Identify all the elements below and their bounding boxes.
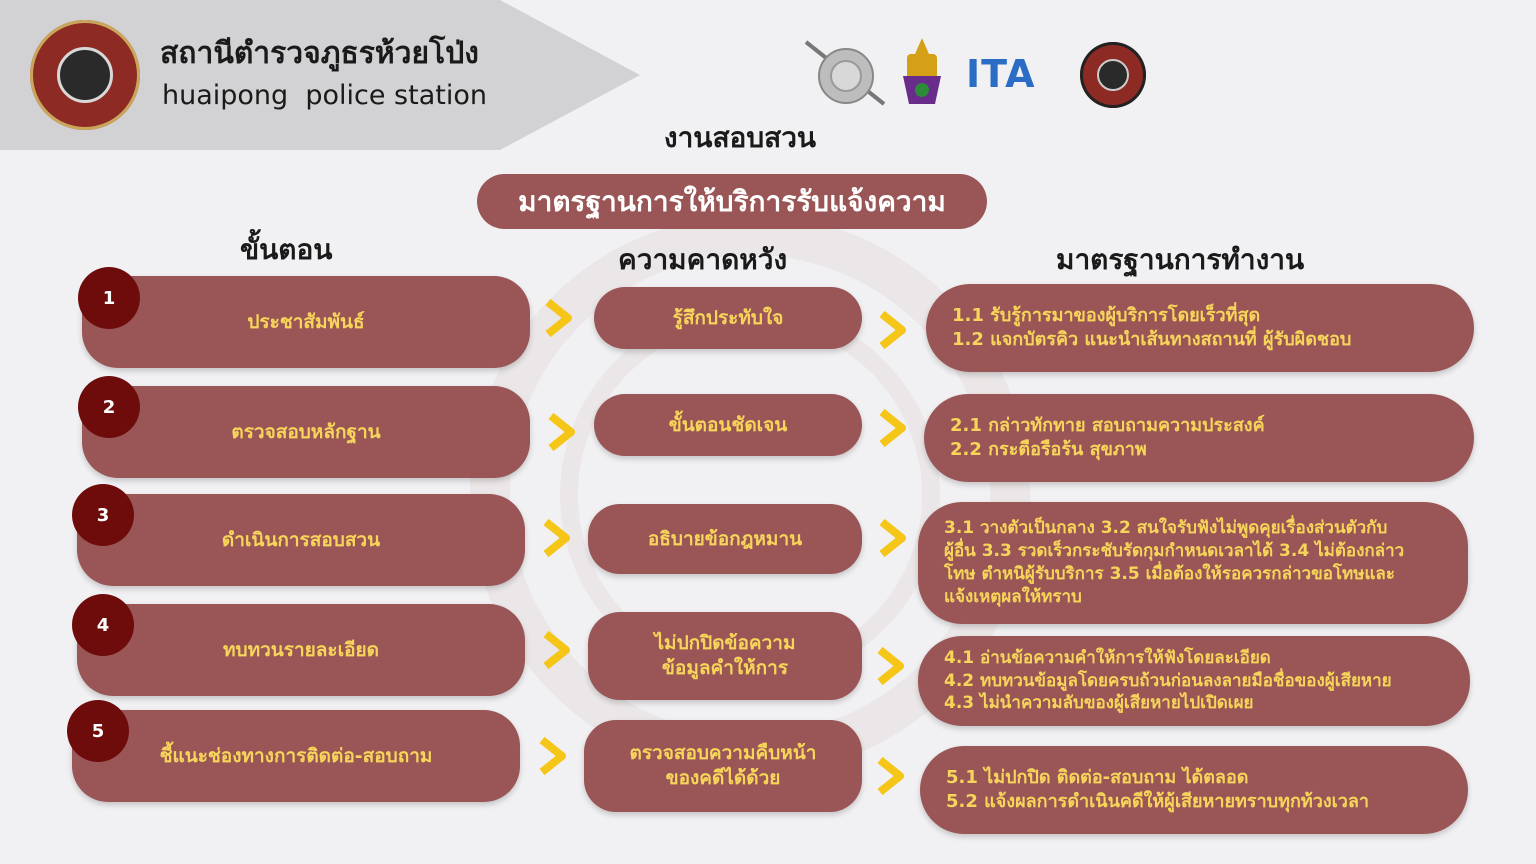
station-name-th: สถานีตำรวจภูธรห้วยโป่ง bbox=[160, 36, 479, 71]
arrow-right-icon bbox=[545, 298, 572, 338]
arrow-right-icon bbox=[539, 736, 566, 776]
standard-line: 5.2 แจ้งผลการดำเนินคดีให้ผู้เสียหายทราบท… bbox=[946, 791, 1370, 812]
expectation-pill: ขั้นตอนชัดเจน bbox=[594, 394, 862, 456]
station-name-en: huaipong police station bbox=[162, 80, 487, 111]
step-pill: ประชาสัมพันธ์ bbox=[82, 276, 530, 368]
arrow-right-icon bbox=[879, 518, 906, 558]
step-label: ตรวจสอบหลักฐาน bbox=[231, 421, 381, 443]
standard-line: โทษ ตำหนิผู้รับบริการ 3.5 เมื่อต้องให้รอ… bbox=[944, 564, 1395, 584]
step-number: 3 bbox=[72, 484, 134, 546]
standard-line: แจ้งเหตุผลให้ทราบ bbox=[944, 586, 1082, 607]
standard-pill: 2.1 กล่าวทักทาย สอบถามความประสงค์ 2.2 กร… bbox=[924, 394, 1474, 482]
arrow-right-icon bbox=[877, 756, 904, 796]
standard-line: 1.2 แจกบัตรคิว แนะนำเส้นทางสถานที่ ผู้รั… bbox=[952, 329, 1352, 350]
standard-line: 2.2 กระตือรือร้น สุขภาพ bbox=[950, 439, 1147, 460]
step-pill: ชี้แนะช่องทางการติดต่อ-สอบถาม bbox=[72, 710, 520, 802]
arrow-right-icon bbox=[543, 518, 570, 558]
expectation-pill: รู้สึกประทับใจ bbox=[594, 287, 862, 349]
thai-emblem-icon bbox=[804, 40, 886, 106]
step-number: 1 bbox=[78, 267, 140, 329]
step-pill: ทบทวนรายละเอียด bbox=[77, 604, 525, 696]
expectation-pill: ตรวจสอบความคืบหน้า ของคดีได้ด้วย bbox=[584, 720, 862, 812]
standard-pill: 1.1 รับรู้การมาของผู้บริการโดยเร็วที่สุด… bbox=[926, 284, 1474, 372]
page-title: งานสอบสวน bbox=[663, 121, 817, 154]
arrow-right-icon bbox=[879, 408, 906, 448]
standard-line: 4.3 ไม่นำความลับของผู้เสียหายไปเปิดเผย bbox=[944, 693, 1254, 714]
standard-line: 4.2 ทบทวนข้อมูลโดยครบถ้วนก่อนลงลายมือชื่… bbox=[944, 670, 1392, 691]
standard-pill: 5.1 ไม่ปกปิด ติดต่อ-สอบถาม ได้ตลอด 5.2 แ… bbox=[920, 746, 1468, 834]
royal-emblem-icon bbox=[903, 38, 941, 104]
standard-line: 3.1 วางตัวเป็นกลาง 3.2 สนใจรับฟังไม่พูดค… bbox=[944, 518, 1388, 539]
step-label: ทบทวนรายละเอียด bbox=[223, 639, 379, 661]
expectation-pill: อธิบายข้อกฎหมาน bbox=[588, 504, 862, 574]
standard-line: 1.1 รับรู้การมาของผู้บริการโดยเร็วที่สุด bbox=[952, 304, 1261, 326]
police-seal-icon bbox=[1080, 42, 1146, 108]
service-standard-banner: มาตรฐานการให้บริการรับแจ้งความ bbox=[477, 174, 987, 229]
step-label: ดำเนินการสอบสวน bbox=[221, 529, 381, 551]
standard-line: ผู้อื่น 3.3 รวดเร็วกระชับรัดกุมกำหนดเวลา… bbox=[944, 541, 1405, 562]
standard-line: 4.1 อ่านข้อความคำให้การให้ฟังโดยละเอียด bbox=[944, 647, 1271, 668]
step-pill: ดำเนินการสอบสวน bbox=[77, 494, 525, 586]
standard-line: 5.1 ไม่ปกปิด ติดต่อ-สอบถาม ได้ตลอด bbox=[946, 766, 1249, 788]
ita-logo: ITA bbox=[966, 52, 1036, 96]
standard-line: 2.1 กล่าวทักทาย สอบถามความประสงค์ bbox=[950, 414, 1265, 436]
column-heading-expectations: ความคาดหวัง bbox=[618, 243, 788, 276]
step-pill: ตรวจสอบหลักฐาน bbox=[82, 386, 530, 478]
step-number: 5 bbox=[67, 700, 129, 762]
arrow-right-icon bbox=[879, 310, 906, 350]
standard-pill: 4.1 อ่านข้อความคำให้การให้ฟังโดยละเอียด … bbox=[918, 636, 1470, 726]
step-number: 4 bbox=[72, 594, 134, 656]
arrow-right-icon bbox=[877, 646, 904, 686]
expectation-pill: ไม่ปกปิดข้อความ ข้อมูลคำให้การ bbox=[588, 612, 862, 700]
arrow-right-icon bbox=[543, 630, 570, 670]
standard-pill: 3.1 วางตัวเป็นกลาง 3.2 สนใจรับฟังไม่พูดค… bbox=[918, 502, 1468, 624]
column-heading-steps: ขั้นตอน bbox=[240, 233, 333, 266]
column-heading-standards: มาตรฐานการทำงาน bbox=[1056, 243, 1305, 276]
arrow-right-icon bbox=[548, 412, 575, 452]
step-number: 2 bbox=[78, 376, 140, 438]
step-label: ชี้แนะช่องทางการติดต่อ-สอบถาม bbox=[159, 745, 433, 767]
step-label: ประชาสัมพันธ์ bbox=[247, 311, 365, 333]
police-badge-icon bbox=[30, 20, 140, 130]
